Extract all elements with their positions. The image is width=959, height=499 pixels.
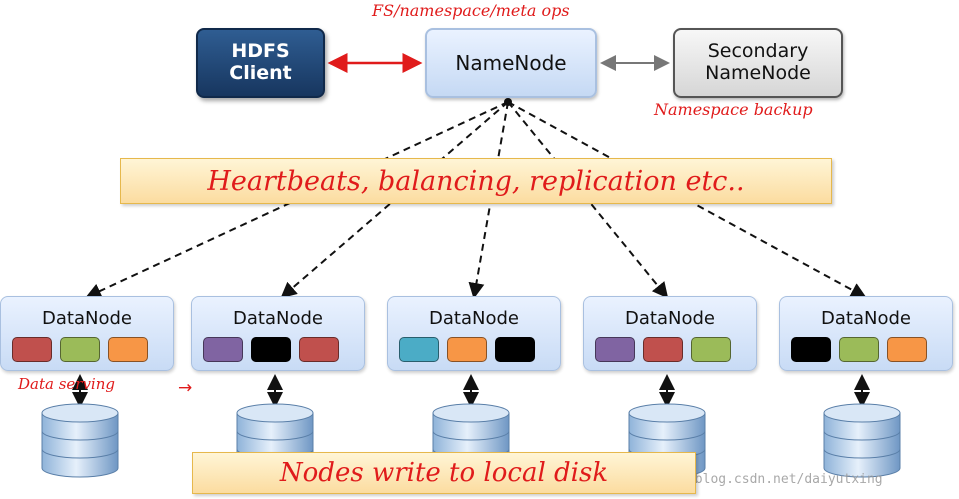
data-block — [643, 337, 683, 362]
datanode-label: DataNode — [625, 308, 715, 329]
data-block — [839, 337, 879, 362]
data-block — [495, 337, 535, 362]
client-label-line1: HDFS — [231, 40, 290, 63]
data-block — [399, 337, 439, 362]
data-block — [108, 337, 148, 362]
datanode-label: DataNode — [429, 308, 519, 329]
disk-banner-text: Nodes write to local disk — [279, 458, 609, 488]
data-serving-arrow-icon: → — [178, 378, 193, 398]
data-block — [887, 337, 927, 362]
client-label-line2: Client — [229, 62, 292, 84]
datanode-4: DataNode — [583, 296, 757, 371]
data-block — [791, 337, 831, 362]
datanode-blocks — [203, 337, 339, 362]
disk-links — [72, 374, 870, 408]
namenode-label: NameNode — [455, 50, 567, 75]
datanode-blocks — [12, 337, 148, 362]
watermark: http://blog.csdn.net/daiyutxing — [640, 472, 883, 487]
data-block — [691, 337, 731, 362]
datanode-label: DataNode — [233, 308, 323, 329]
secondary-label-line2: NameNode — [705, 62, 811, 84]
data-block — [12, 337, 52, 362]
namenode-hub-dot — [504, 98, 512, 106]
data-block — [595, 337, 635, 362]
datanode-label: DataNode — [821, 308, 911, 329]
data-block — [299, 337, 339, 362]
data-serving-label: Data serving — [18, 375, 115, 393]
disk-banner: Nodes write to local disk — [192, 452, 696, 494]
datanode-1: DataNode — [0, 296, 174, 371]
disk-icon — [41, 403, 119, 478]
data-block — [203, 337, 243, 362]
namespace-backup-label: Namespace backup — [654, 100, 813, 119]
datanode-blocks — [399, 337, 535, 362]
heartbeat-link-5 — [507, 101, 867, 298]
disk-icon — [823, 403, 901, 478]
data-block — [251, 337, 291, 362]
datanode-blocks — [595, 337, 731, 362]
datanode-label: DataNode — [42, 308, 132, 329]
datanode-3: DataNode — [387, 296, 561, 371]
data-block — [60, 337, 100, 362]
datanode-blocks — [791, 337, 927, 362]
namenode-box: NameNode — [425, 28, 597, 98]
datanode-5: DataNode — [779, 296, 953, 371]
data-block — [447, 337, 487, 362]
heartbeat-banner: Heartbeats, balancing, replication etc.. — [120, 158, 832, 204]
datanode-2: DataNode — [191, 296, 365, 371]
hdfs-client-box: HDFS Client — [196, 28, 325, 98]
heartbeat-banner-text: Heartbeats, balancing, replication etc.. — [207, 165, 745, 197]
secondary-namenode-box: Secondary NameNode — [673, 28, 843, 98]
fs-ops-label: FS/namespace/meta ops — [372, 1, 570, 20]
secondary-label-line1: Secondary — [707, 40, 809, 63]
